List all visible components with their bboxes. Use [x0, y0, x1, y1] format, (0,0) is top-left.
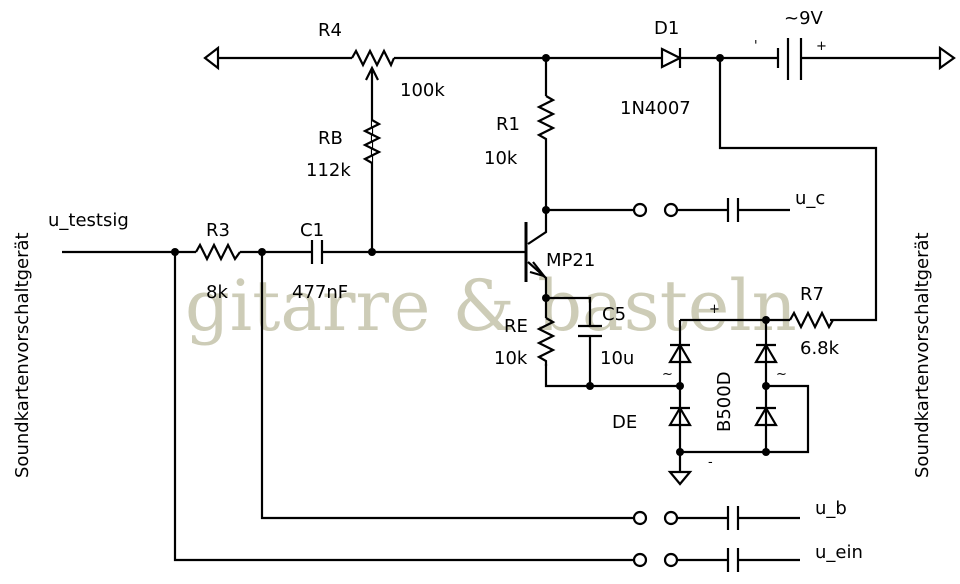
- bridge-type: B500D: [714, 371, 735, 432]
- rb-value: 112k: [306, 160, 351, 181]
- terminal: [663, 552, 679, 568]
- r7-label: R7: [800, 284, 824, 305]
- terminal: [663, 510, 679, 526]
- battery-plus: +: [816, 39, 827, 54]
- output-u-b: [260, 252, 800, 530]
- re-resistor: [536, 317, 556, 366]
- terminal: [632, 552, 648, 568]
- junctions: [171, 54, 770, 456]
- watermark: gitarre & basteln: [185, 265, 797, 347]
- c5-label: C5: [602, 304, 626, 325]
- output-u-ein: [173, 252, 800, 572]
- r1-value: 10k: [484, 148, 518, 169]
- c5-value: 10u: [600, 348, 634, 369]
- re-value: 10k: [494, 348, 528, 369]
- terminal: [632, 202, 648, 218]
- bridge-minus: -: [708, 455, 713, 470]
- input-signal-label: u_testsig: [48, 210, 129, 231]
- re-label: RE: [504, 316, 528, 337]
- ground-icon: [667, 470, 693, 486]
- battery: [776, 38, 803, 80]
- transistor-label: MP21: [546, 250, 595, 271]
- right-side-label: Soundkartenvorschaltgerät: [912, 232, 933, 478]
- r7-value: 6.8k: [800, 338, 840, 359]
- r4-label: R4: [318, 20, 342, 41]
- rb-resistor: [362, 119, 382, 164]
- u-b-label: u_b: [815, 498, 847, 519]
- output-u-c: [546, 198, 790, 222]
- rail-left-arrow-icon: [203, 45, 220, 71]
- r4-value: 100k: [400, 80, 445, 101]
- r3-label: R3: [206, 220, 230, 241]
- rail-right-arrow-icon: [938, 45, 956, 71]
- c5-capacitor: [578, 324, 602, 338]
- r3-value: 8k: [206, 282, 228, 303]
- left-side-label: Soundkartenvorschaltgerät: [12, 232, 33, 478]
- terminal: [663, 202, 679, 218]
- battery-voltage: ~9V: [784, 8, 824, 29]
- battery-minus: ': [754, 39, 758, 54]
- c1-label: C1: [300, 220, 324, 241]
- r3-resistor: [195, 242, 241, 262]
- r7-resistor: [789, 310, 834, 330]
- r1-label: R1: [496, 114, 520, 135]
- r4-potentiometer: [351, 48, 396, 68]
- bridge-ac-right: ~: [776, 367, 787, 382]
- terminal: [632, 510, 648, 526]
- rb-label: RB: [318, 128, 343, 149]
- c1-capacitor: [310, 240, 324, 264]
- r1-resistor: [536, 95, 556, 146]
- u-c-label: u_c: [795, 188, 825, 209]
- u-ein-label: u_ein: [815, 542, 863, 563]
- d1-diode: [660, 47, 683, 69]
- bridge-plus: +: [709, 302, 720, 317]
- top-rail: [203, 45, 956, 71]
- bridge-label: DE: [612, 412, 637, 433]
- bridge-ac-left: ~: [662, 367, 673, 382]
- d1-label: D1: [654, 18, 679, 39]
- d1-value: 1N4007: [620, 98, 691, 119]
- c1-value: 477nF: [292, 282, 348, 303]
